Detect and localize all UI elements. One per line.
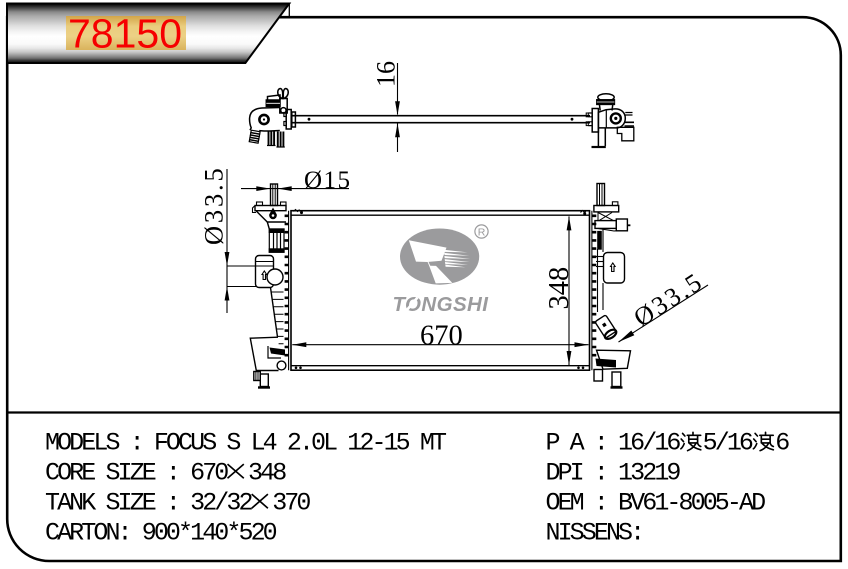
svg-text:Ø33.5: Ø33.5 (628, 266, 708, 332)
svg-text:CORE SIZE : 670: CORE SIZE : 670 (45, 459, 228, 488)
svg-text:6: 6 (775, 429, 789, 458)
svg-text:16: 16 (372, 61, 401, 87)
svg-text:670: 670 (420, 321, 463, 352)
svg-text:MODELS : FOCUS S L4 2.0L 12-15: MODELS : FOCUS S L4 2.0L 12-15 MT (45, 429, 447, 458)
svg-text:CARTON: 900*140*520: CARTON: 900*140*520 (45, 519, 277, 548)
svg-text:TANK SIZE : 32/32: TANK SIZE : 32/32 (45, 489, 252, 518)
svg-text:5/16: 5/16 (703, 429, 753, 458)
svg-text:348: 348 (248, 459, 286, 488)
svg-text:P A : 16/16: P A : 16/16 (546, 429, 681, 458)
svg-text:R: R (478, 226, 486, 238)
svg-text:Ø15: Ø15 (304, 167, 352, 194)
svg-text:TONGSHI: TONGSHI (393, 293, 490, 316)
svg-text:348: 348 (544, 267, 575, 310)
svg-text:DPI : 13219: DPI : 13219 (546, 459, 681, 488)
svg-text:370: 370 (272, 489, 310, 518)
svg-text:OEM : BV61-8005-AD: OEM : BV61-8005-AD (546, 489, 766, 518)
svg-text:Ø33.5: Ø33.5 (199, 165, 229, 245)
svg-text:78150: 78150 (68, 11, 182, 57)
svg-text:NISSENS:: NISSENS: (546, 519, 643, 548)
